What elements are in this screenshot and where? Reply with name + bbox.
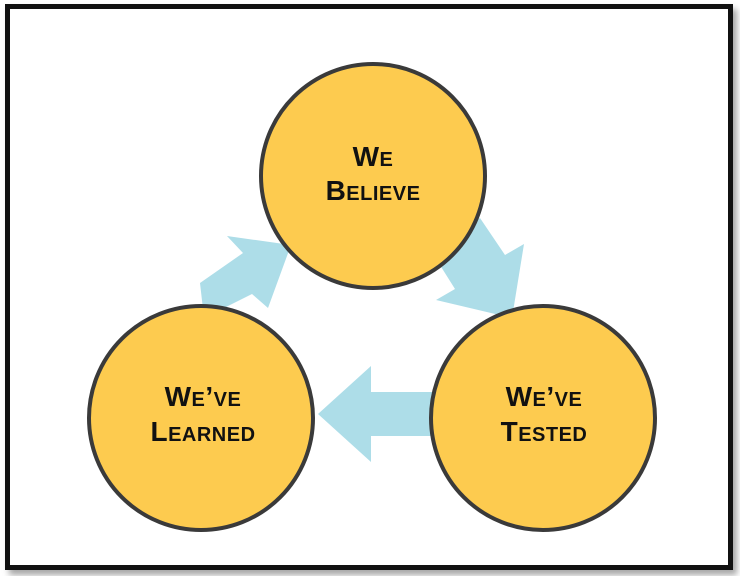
node-believe-line1: We [353, 141, 394, 172]
node-learned-circle [87, 304, 315, 532]
node-learned: We’ve Learned [87, 304, 315, 532]
node-believe: We Believe [259, 62, 487, 290]
node-tested-line1: We’ve [506, 381, 583, 412]
node-tested-circle [429, 304, 657, 532]
node-learned-line2: Learned [150, 416, 255, 447]
node-tested-line2: Tested [501, 416, 588, 447]
node-believe-line2: Believe [326, 175, 421, 206]
arrow-learned-to-believe [200, 236, 291, 318]
node-tested: We’ve Tested [429, 304, 657, 532]
node-learned-line1: We’ve [165, 381, 242, 412]
arrow-tested-to-learned [318, 366, 434, 462]
node-believe-circle [259, 62, 487, 290]
